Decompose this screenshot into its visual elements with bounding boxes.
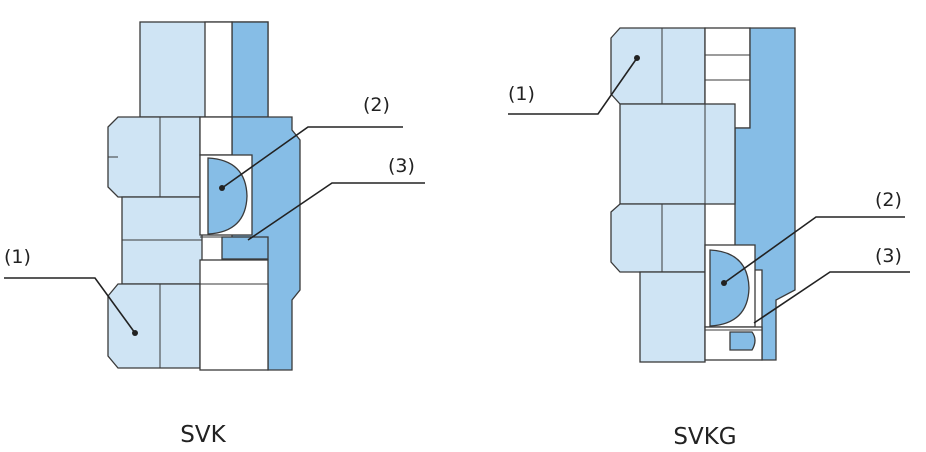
svk-seal: [221, 236, 269, 260]
svkg-callout-1: (1): [508, 83, 535, 105]
svk-callout-2: (2): [363, 94, 390, 116]
svk-lower-bore: [199, 259, 269, 371]
svkg-lower-hex: [610, 203, 706, 273]
svkg-callout-3: (3): [875, 245, 902, 267]
svk-caption: SVK: [180, 422, 226, 448]
svkg-figure: (1) (2) (3) SVKG: [508, 27, 910, 450]
svkg-caption: SVKG: [673, 424, 736, 450]
svkg-upper-hex: [610, 27, 706, 105]
svk-lower-hex: [107, 283, 201, 369]
svkg-middle-body: [619, 103, 736, 205]
svkg-bottom-body: [639, 271, 706, 363]
svk-callout-3: (3): [388, 155, 415, 177]
svkg-ball: [709, 249, 750, 327]
svk-figure: (1) (2) (3) SVK: [4, 21, 425, 448]
svkg-seal: [729, 331, 756, 351]
svk-callout-1: (1): [4, 246, 31, 268]
svkg-callout-2: (2): [875, 189, 902, 211]
svk-upper-hex: [107, 116, 201, 198]
